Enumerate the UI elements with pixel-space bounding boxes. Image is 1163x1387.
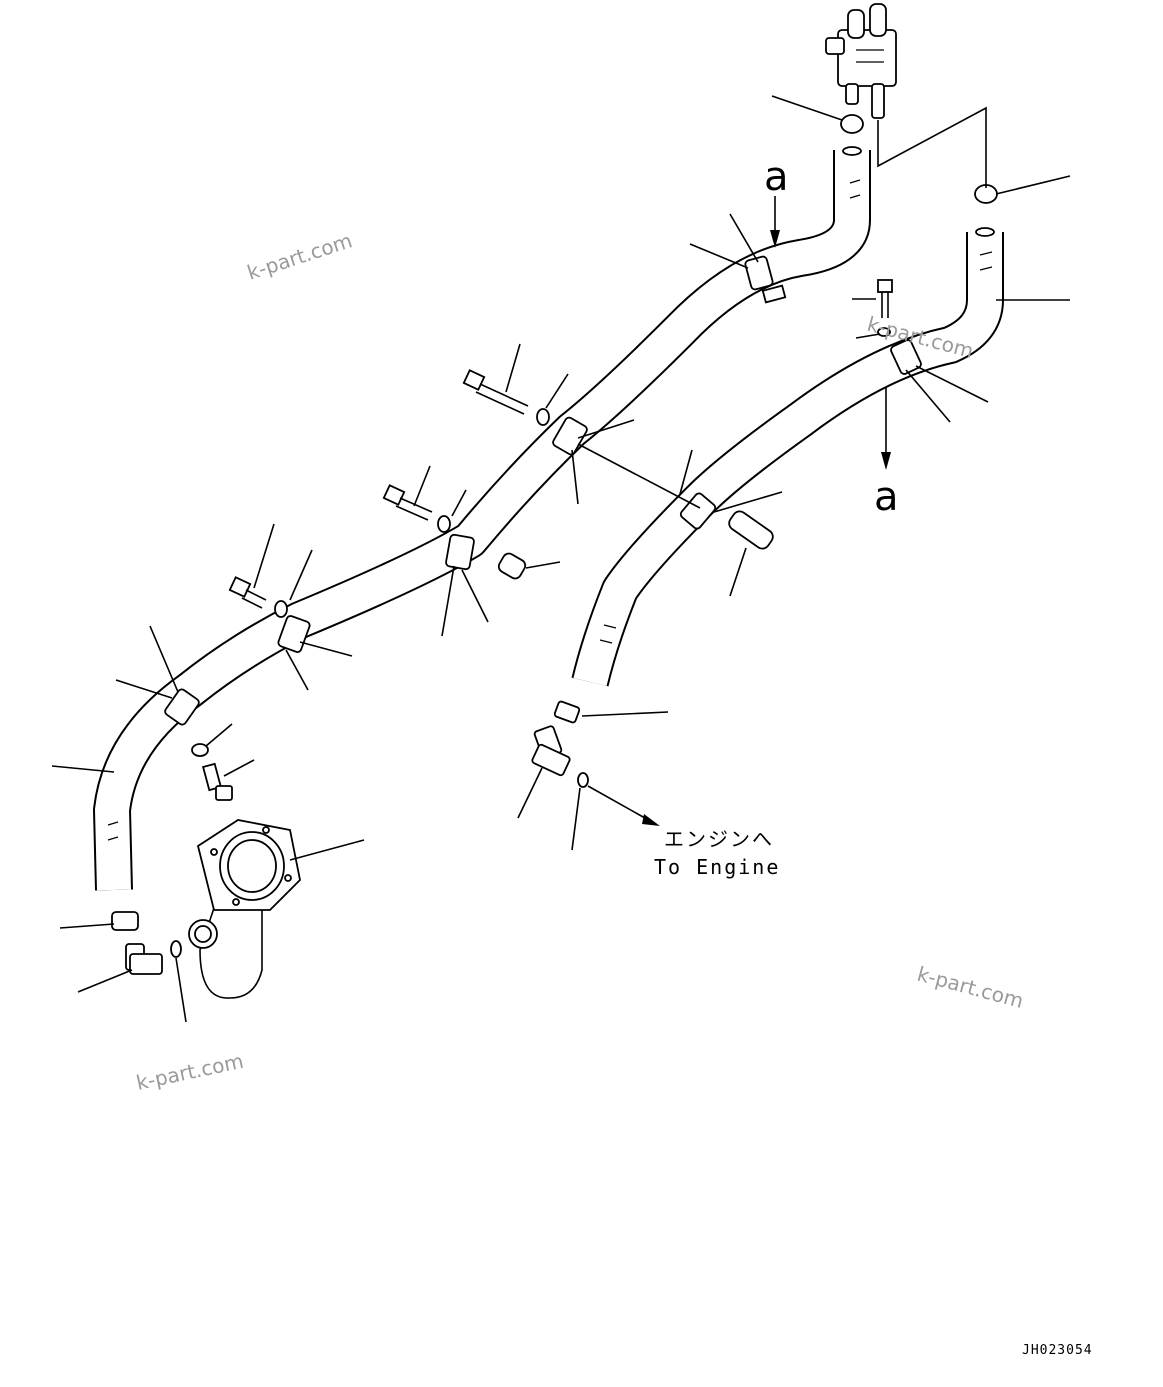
lower-heater-hose <box>571 227 1004 687</box>
watermark: k-part.com <box>915 962 1026 1013</box>
drawing-code: JH023054 <box>1022 1343 1093 1358</box>
elbow-fittings <box>125 725 589 975</box>
ref-label-bottom: a <box>874 474 899 520</box>
reference-arrows <box>587 196 891 826</box>
engine-outlet-flange <box>188 819 301 999</box>
watermark: k-part.com <box>244 228 355 284</box>
to-engine-label-en: To Engine <box>654 855 780 879</box>
watermark: k-part.com <box>134 1049 246 1095</box>
heater-valve <box>825 3 897 119</box>
bolts-and-washers <box>191 279 893 801</box>
hose-clamps <box>164 255 922 726</box>
leader-lines <box>51 95 1071 1023</box>
to-engine-label-jp: エンジンへ <box>664 827 774 851</box>
ref-label-top: a <box>764 154 789 200</box>
